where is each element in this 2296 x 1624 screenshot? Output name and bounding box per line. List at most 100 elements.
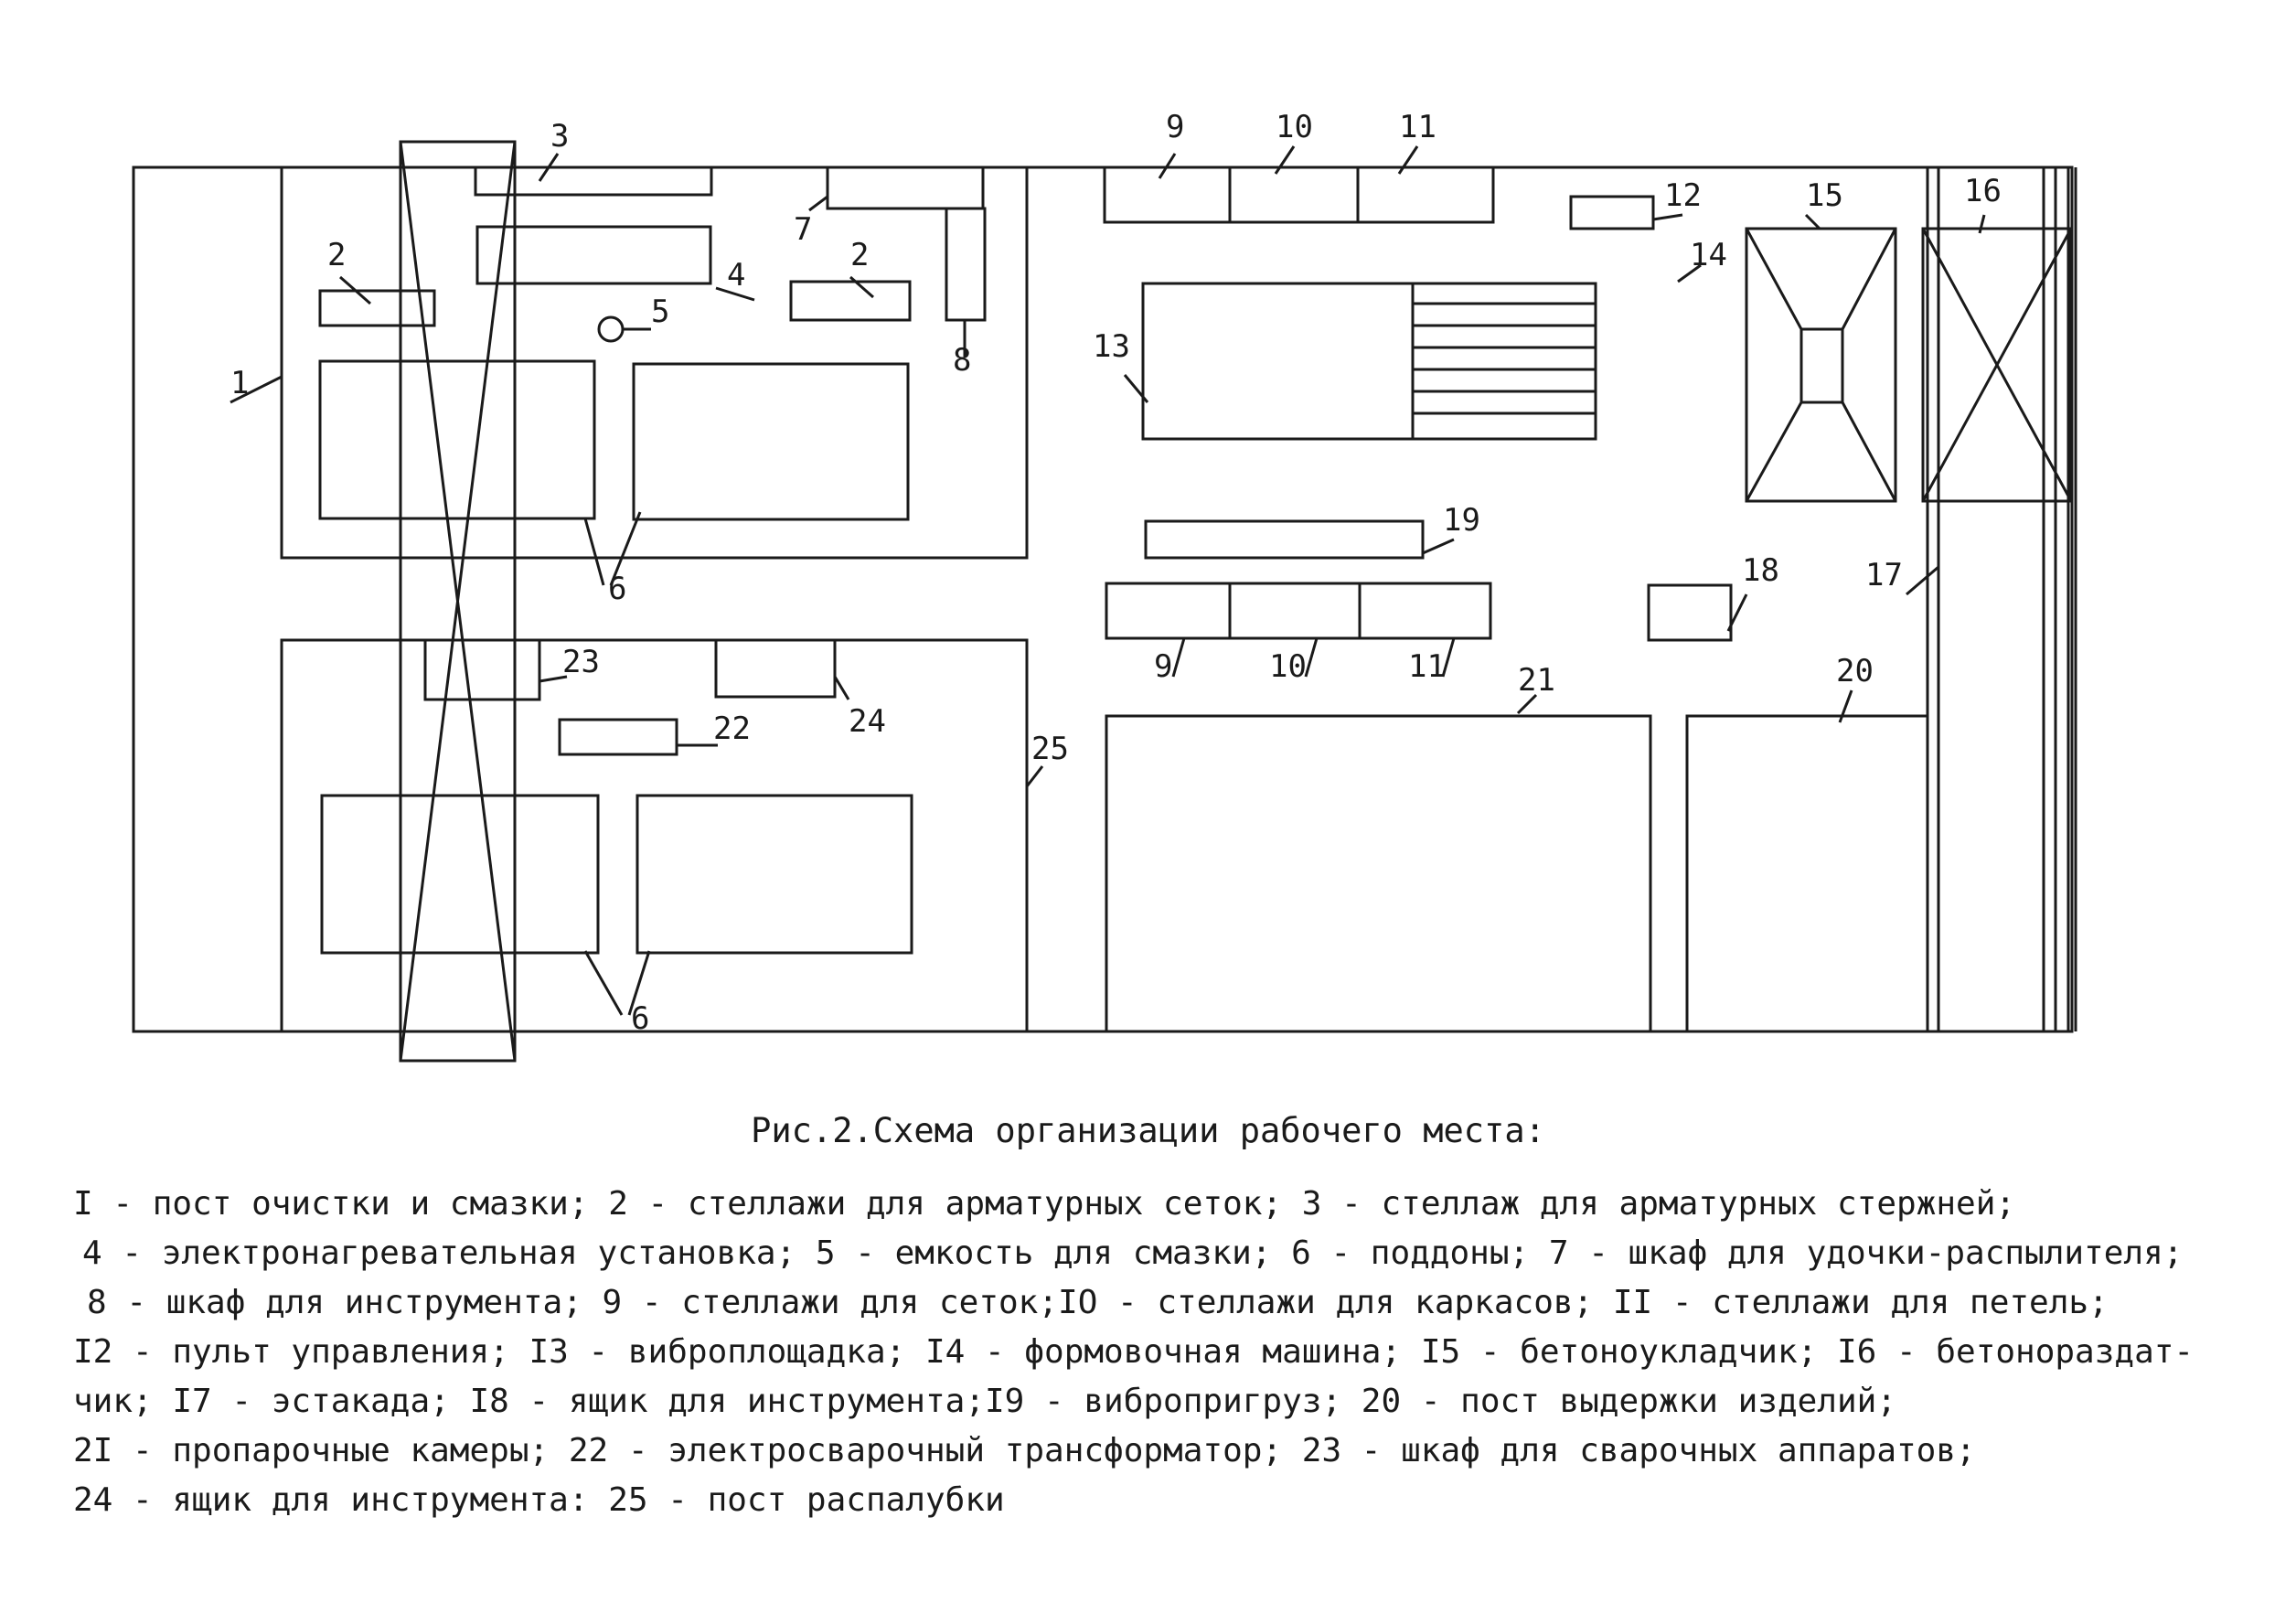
leader-6d bbox=[627, 950, 651, 1016]
welding-cabinet-23 bbox=[423, 638, 541, 701]
label-7: 7 bbox=[794, 211, 812, 248]
label-4: 4 bbox=[727, 257, 745, 294]
rack-loops-11b bbox=[1358, 582, 1492, 640]
leader-14 bbox=[1677, 263, 1702, 283]
curing-post-20 bbox=[1685, 714, 1929, 1033]
legend-line-6: 2I - пропарочные камеры; 22 - электросва… bbox=[73, 1432, 1976, 1469]
label-25: 25 bbox=[1031, 731, 1069, 767]
label-14: 14 bbox=[1690, 237, 1727, 273]
label-19: 19 bbox=[1443, 502, 1480, 539]
leader-11a bbox=[1397, 145, 1419, 175]
label-10a: 10 bbox=[1276, 109, 1313, 145]
label-18: 18 bbox=[1742, 552, 1779, 589]
label-22: 22 bbox=[713, 710, 751, 747]
leader-9a bbox=[1158, 153, 1177, 179]
rack-rods-3 bbox=[474, 166, 713, 197]
label-15: 15 bbox=[1806, 177, 1843, 214]
placer-line-d bbox=[1841, 401, 1897, 502]
heater-unit-4 bbox=[475, 225, 712, 285]
leader-6a bbox=[583, 518, 605, 586]
placer-line-b bbox=[1841, 228, 1897, 330]
workplace-plan: 1 2 2 3 4 5 6 6 7 8 9 10 11 9 10 11 12 1… bbox=[132, 109, 2077, 1063]
legend-line-5: чик; I7 - эстакада; I8 - ящик для инстру… bbox=[73, 1383, 1896, 1420]
label-2b: 2 bbox=[850, 237, 869, 273]
label-3: 3 bbox=[550, 118, 569, 155]
placer-line-a bbox=[1745, 228, 1803, 330]
label-21: 21 bbox=[1518, 662, 1555, 699]
label-9a: 9 bbox=[1166, 109, 1184, 145]
concrete-placer-hopper bbox=[1799, 327, 1844, 404]
leader-17 bbox=[1906, 565, 1939, 596]
rack-meshes-2b bbox=[789, 280, 912, 322]
control-panel-12 bbox=[1569, 195, 1655, 230]
label-9b: 9 bbox=[1154, 648, 1172, 685]
leader-19 bbox=[1422, 538, 1455, 555]
vibration-platform-13 bbox=[1141, 282, 1597, 441]
rack-frames-10a bbox=[1228, 166, 1360, 224]
label-12: 12 bbox=[1664, 177, 1702, 214]
rack-meshes-9a bbox=[1103, 166, 1232, 224]
label-6a: 6 bbox=[608, 571, 626, 607]
leader-9b bbox=[1171, 637, 1186, 678]
vibro-load-19 bbox=[1144, 519, 1425, 560]
leader-6c bbox=[583, 950, 624, 1016]
leader-10b bbox=[1304, 637, 1319, 678]
leader-1 bbox=[230, 375, 283, 404]
leader-20 bbox=[1838, 689, 1853, 723]
label-8: 8 bbox=[953, 342, 971, 379]
leader-2a bbox=[339, 275, 371, 305]
leader-16 bbox=[1978, 214, 1986, 234]
concrete-distributor-16 bbox=[1921, 227, 2073, 503]
leader-13 bbox=[1123, 374, 1149, 403]
label-23: 23 bbox=[562, 644, 600, 680]
pallet-6d bbox=[635, 794, 913, 955]
legend-line-3: 8 - шкаф для инструмента; 9 - стеллажи д… bbox=[87, 1284, 2109, 1321]
legend-line-4: I2 - пульт управления; I3 - виброплощадк… bbox=[73, 1333, 2195, 1371]
concrete-placer-15 bbox=[1745, 227, 1897, 503]
rack-loops-11a bbox=[1356, 166, 1495, 224]
tool-box-18 bbox=[1647, 583, 1733, 642]
legend-line-1: I - пост очистки и смазки; 2 - стеллажи … bbox=[73, 1185, 2016, 1223]
building-outline bbox=[132, 166, 2074, 1033]
leader-10a bbox=[1274, 145, 1296, 175]
cabinet-sprayer-7 bbox=[826, 166, 985, 210]
tool-cabinet-8 bbox=[945, 207, 987, 322]
leader-15 bbox=[1804, 213, 1821, 230]
label-10b: 10 bbox=[1269, 648, 1307, 685]
label-2a: 2 bbox=[327, 237, 346, 273]
leader-25 bbox=[1025, 765, 1044, 787]
leader-21 bbox=[1516, 693, 1538, 715]
tool-box-24 bbox=[714, 638, 837, 699]
label-24: 24 bbox=[849, 703, 886, 740]
legend: I - пост очистки и смазки; 2 - стеллажи … bbox=[73, 1180, 2268, 1525]
leader-12 bbox=[1652, 213, 1683, 221]
pallet-6a bbox=[318, 359, 596, 520]
leader-11b bbox=[1441, 637, 1456, 678]
placer-line-c bbox=[1745, 401, 1803, 502]
crane-diagonal-b bbox=[399, 141, 517, 1062]
label-16: 16 bbox=[1964, 173, 2002, 209]
leader-2b bbox=[849, 275, 874, 299]
legend-line-7: 24 - ящик для инструмента: 25 - пост рас… bbox=[73, 1481, 1005, 1519]
rack-meshes-9b bbox=[1105, 582, 1232, 640]
distributor-diagonal-b bbox=[1921, 228, 2073, 502]
label-1: 1 bbox=[230, 365, 249, 401]
legend-line-2: 4 - электронагревательная установка; 5 -… bbox=[82, 1234, 2184, 1272]
leader-4 bbox=[715, 286, 755, 302]
rack-frames-10b bbox=[1228, 582, 1362, 640]
label-17: 17 bbox=[1865, 557, 1903, 593]
leader-7 bbox=[808, 195, 828, 212]
lubricant-tank-5 bbox=[597, 315, 625, 343]
leader-3 bbox=[538, 153, 560, 182]
leader-6b bbox=[609, 511, 642, 586]
steam-chambers-21 bbox=[1105, 714, 1652, 1033]
label-11b: 11 bbox=[1408, 648, 1446, 685]
leader-24 bbox=[833, 676, 850, 700]
leader-23 bbox=[539, 675, 568, 683]
label-6b: 6 bbox=[631, 1000, 649, 1037]
post-stripping bbox=[280, 638, 1029, 1033]
rack-meshes-2a bbox=[318, 289, 436, 327]
figure-caption: Рис.2.Схема организации рабочего места: bbox=[751, 1111, 1545, 1150]
pallet-6c bbox=[320, 794, 600, 955]
welding-transformer-22 bbox=[558, 718, 678, 756]
